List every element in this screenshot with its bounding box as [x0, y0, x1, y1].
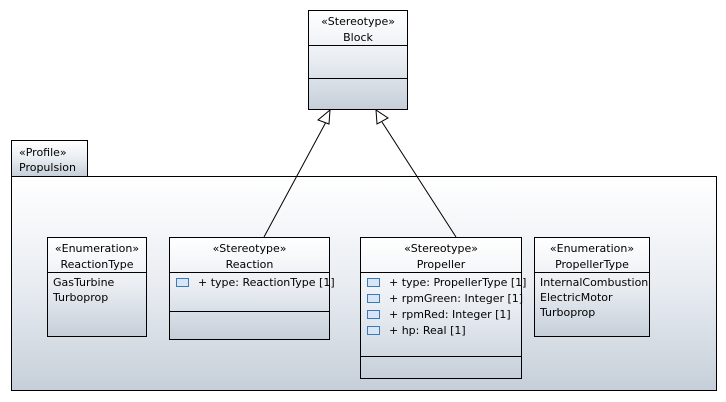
block-op-separator: [309, 78, 407, 79]
enum-literal: InternalCombustion: [540, 276, 649, 289]
propeller-generalization-line[interactable]: [381, 121, 457, 238]
propeller-type-stereotype: «Enumeration»: [549, 242, 635, 255]
attribute-label: + type: PropellerType [1]: [389, 276, 527, 289]
reaction-attr-separator: [170, 272, 329, 273]
propeller-attr-separator: [361, 272, 521, 273]
propeller-name: Propeller: [416, 258, 466, 271]
reaction-op-separator: [170, 311, 329, 312]
block-name: Block: [343, 31, 373, 44]
property-icon: [367, 293, 380, 303]
attribute-label: + type: ReactionType [1]: [198, 276, 335, 289]
propeller-generalization-arrowhead: [375, 109, 389, 125]
attribute-label: + rpmRed: Integer [1]: [389, 308, 511, 321]
profile-package-tab[interactable]: «Profile» Propulsion: [11, 140, 88, 177]
block-stereotype-class[interactable]: «Stereotype» Block: [308, 10, 408, 110]
attribute-row[interactable]: + type: PropellerType [1]: [367, 275, 526, 290]
enum-literal: Turboprop: [540, 306, 596, 319]
reaction-type-separator: [48, 272, 146, 273]
propeller-stereotype-class[interactable]: «Stereotype» Propeller + type: Propeller…: [360, 237, 526, 379]
reaction-type-enumeration[interactable]: «Enumeration» ReactionType GasTurbine Tu…: [47, 237, 147, 337]
propeller-op-separator: [361, 356, 521, 357]
enum-literal: Turboprop: [53, 291, 109, 304]
attribute-row[interactable]: + type: ReactionType [1]: [176, 275, 335, 290]
attribute-label: + rpmGreen: Integer [1]: [389, 292, 524, 305]
reaction-type-stereotype: «Enumeration»: [54, 242, 140, 255]
reaction-stereotype-class[interactable]: «Stereotype» Reaction + type: ReactionTy…: [169, 237, 335, 340]
propeller-type-name: PropellerType: [555, 258, 629, 271]
reaction-type-name: ReactionType: [60, 258, 134, 271]
property-icon: [367, 325, 380, 335]
reaction-stereotype-label: «Stereotype»: [212, 242, 287, 255]
block-stereotype-label: «Stereotype»: [321, 15, 395, 28]
reaction-generalization-line[interactable]: [263, 121, 327, 238]
attribute-row[interactable]: + hp: Real [1]: [367, 323, 466, 338]
property-icon: [367, 277, 380, 287]
propeller-type-enumeration[interactable]: «Enumeration» PropellerType InternalComb…: [534, 237, 650, 337]
attribute-label: + hp: Real [1]: [389, 324, 466, 337]
attribute-row[interactable]: + rpmRed: Integer [1]: [367, 307, 511, 322]
propeller-type-separator: [535, 272, 649, 273]
block-attr-separator: [309, 45, 407, 46]
propeller-stereotype-label: «Stereotype»: [404, 242, 478, 255]
property-icon: [367, 309, 380, 319]
profile-stereotype: «Profile»: [19, 146, 67, 159]
enum-literal: ElectricMotor: [540, 291, 613, 304]
reaction-generalization-arrowhead: [317, 108, 331, 125]
enum-literal: GasTurbine: [53, 276, 115, 289]
property-icon: [176, 277, 189, 287]
profile-name: Propulsion: [19, 161, 76, 174]
reaction-name: Reaction: [225, 258, 274, 271]
attribute-row[interactable]: + rpmGreen: Integer [1]: [367, 291, 523, 306]
